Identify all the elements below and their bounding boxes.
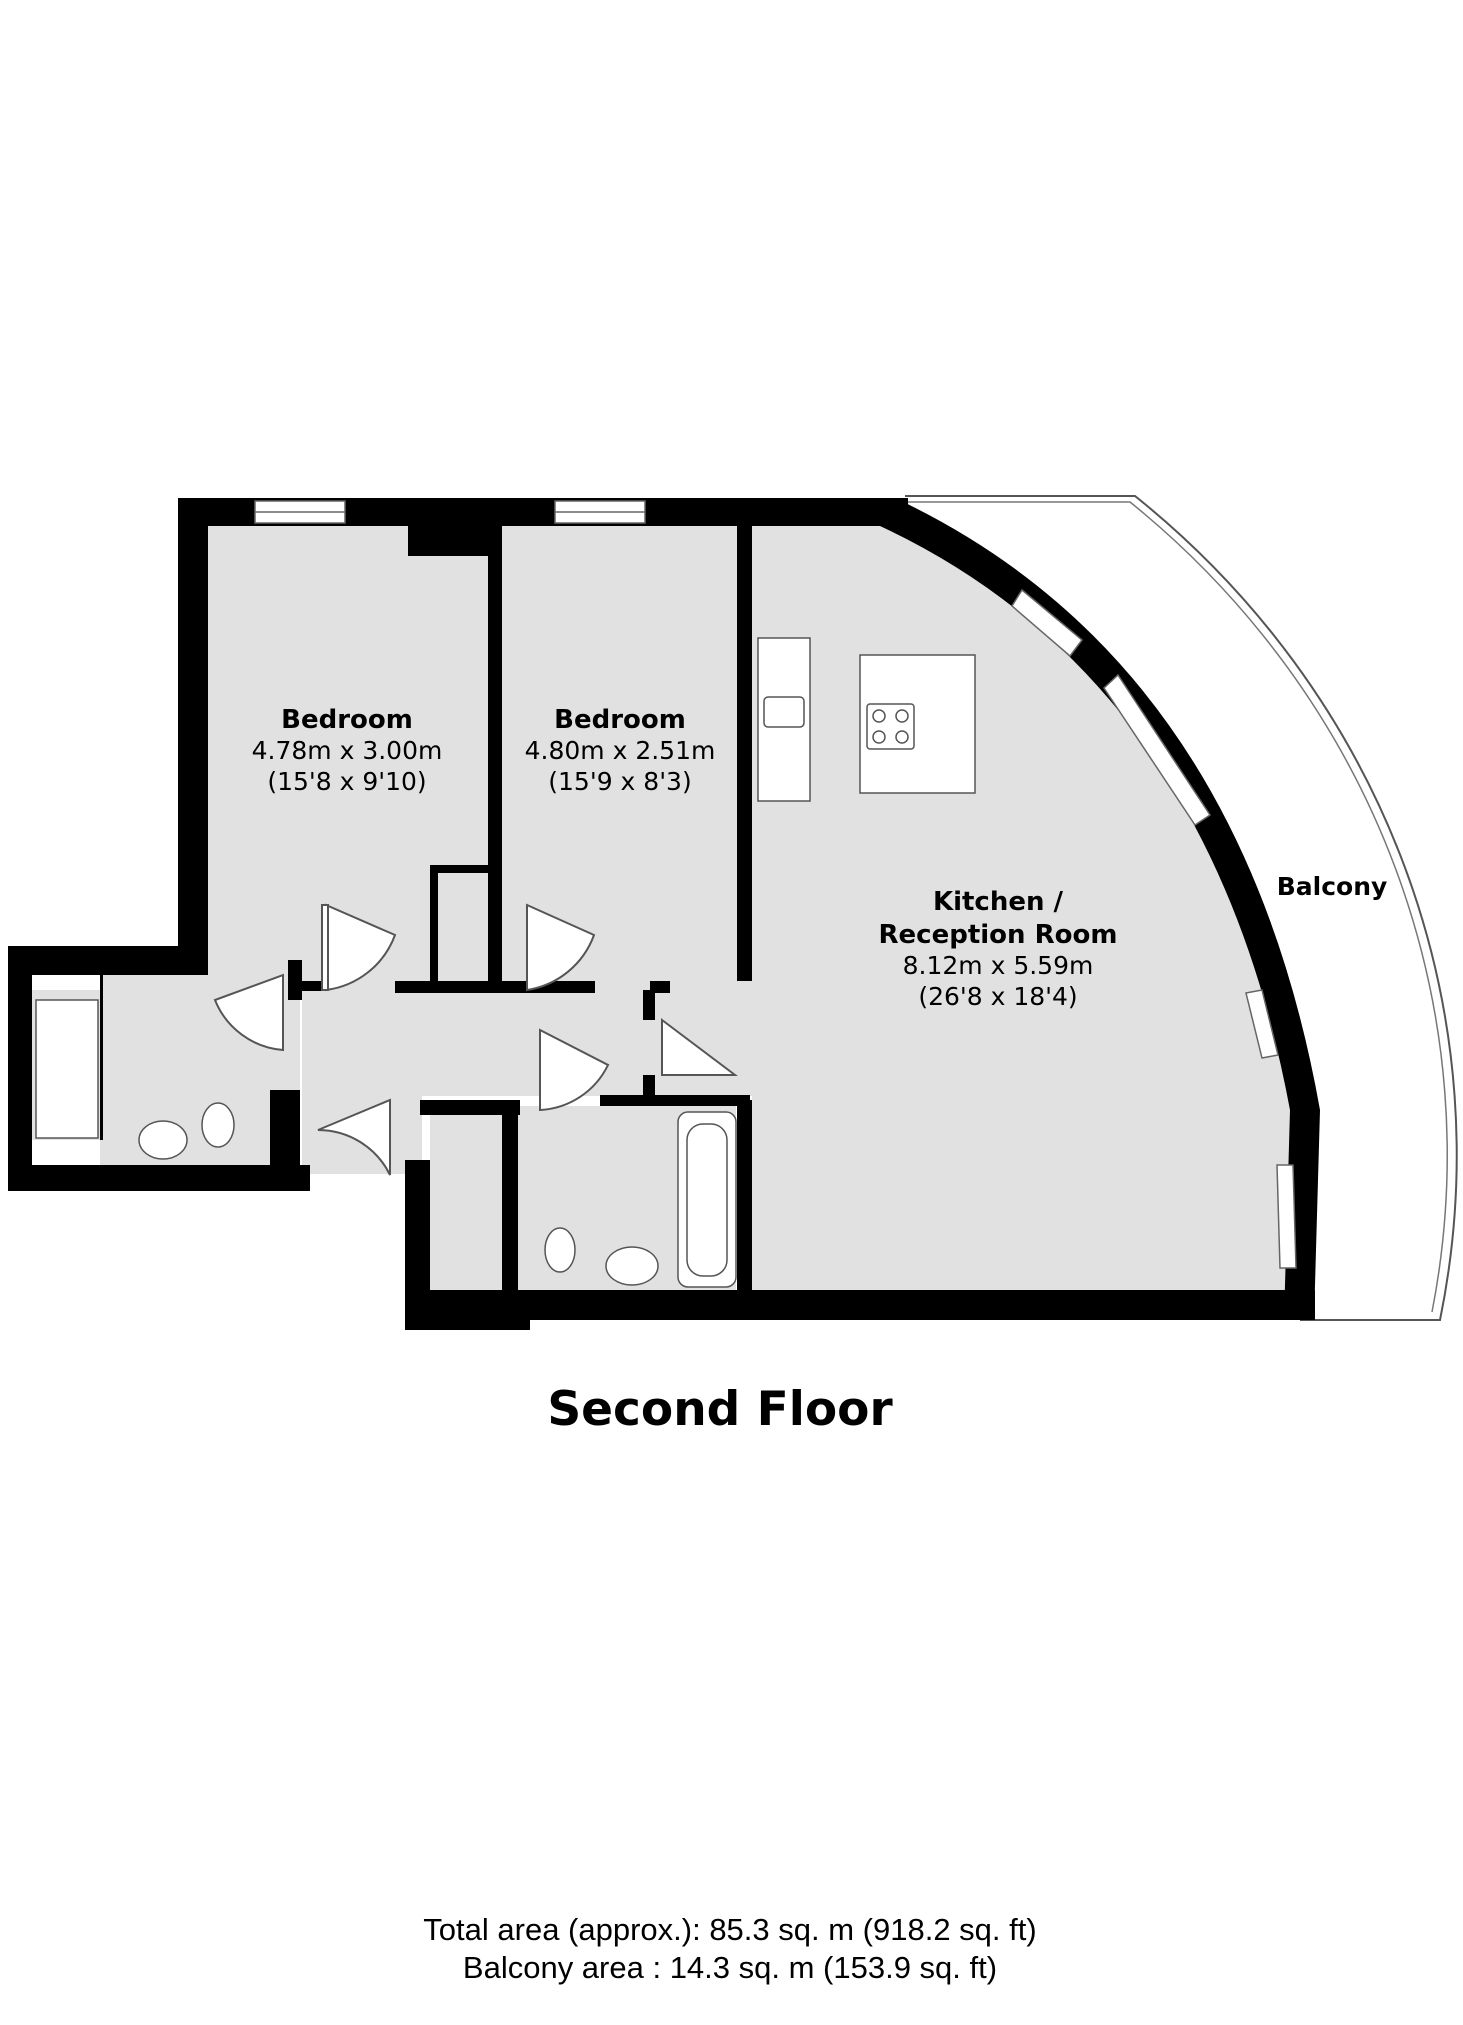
top-windows	[254, 500, 646, 524]
bedroom1-name: Bedroom	[281, 705, 413, 735]
balcony-area: Balcony area : 14.3 sq. m (153.9 sq. ft)	[462, 1950, 998, 1985]
wall-hall-bottom-left	[300, 1165, 310, 1191]
wall-bottom-left-box	[405, 1290, 530, 1330]
window-curve-3	[1245, 989, 1279, 1059]
bedroom2-name: Bedroom	[554, 705, 686, 735]
bedroom2-imperial: (15'9 x 8'3)	[548, 767, 691, 796]
window-curve-4	[1276, 1164, 1297, 1269]
kitchen-name-line2: Reception Room	[879, 920, 1118, 950]
door-bedroom2	[526, 903, 596, 992]
bedroom1-imperial: (15'8 x 9'10)	[267, 767, 426, 796]
door-entrance	[317, 1098, 391, 1176]
wall-curve-outer	[880, 498, 1320, 1320]
wall-bath-right	[737, 1100, 752, 1295]
bath-basin	[605, 1246, 659, 1286]
balcony-name: Balcony	[1277, 872, 1388, 901]
wall-left-bedroom1	[178, 498, 208, 963]
shower-tray	[35, 999, 99, 1139]
wall-ensuite-left	[8, 946, 32, 1191]
window-curve-1	[1011, 588, 1084, 658]
bath-toilet	[544, 1227, 576, 1273]
wall-bottom	[405, 1290, 1315, 1320]
kitchen-imperial: (26'8 x 18'4)	[918, 982, 1077, 1011]
wall-wardrobe-left	[430, 865, 438, 981]
kitchen-sink	[763, 696, 805, 728]
balcony-inner-line	[905, 501, 1448, 1313]
cupboard-floor	[430, 1115, 502, 1290]
hob	[866, 703, 915, 750]
ensuite-basin	[138, 1120, 188, 1160]
kitchen-metric: 8.12m x 5.59m	[903, 951, 1094, 980]
fixtures	[35, 637, 976, 1288]
wall-hall-top-2	[395, 981, 595, 993]
wall-shower-divider	[100, 975, 103, 1140]
wall-bath-left	[502, 1100, 518, 1295]
wall-cupboard-top	[420, 1100, 520, 1115]
floor-title: Second Floor	[547, 1382, 893, 1437]
room-labels: Bedroom 4.78m x 3.00m (15'8 x 9'10) Bedr…	[252, 705, 1388, 1011]
total-area: Total area (approx.): 85.3 sq. m (918.2 …	[423, 1912, 1037, 1947]
wall-hall-right	[643, 990, 655, 1020]
wall-column	[408, 526, 498, 556]
wall-hall-right-2	[643, 1075, 655, 1100]
bedroom2-floor	[502, 526, 737, 981]
wall-ensuite-right-top	[288, 960, 302, 1000]
door-bedroom1	[325, 903, 397, 992]
bedroom2-metric: 4.80m x 2.51m	[525, 736, 716, 765]
wall-hall-top-1	[302, 981, 324, 991]
door-ensuite	[213, 973, 284, 1052]
wardrobe-floor	[438, 873, 486, 978]
wall-kitchen-left	[737, 526, 752, 981]
kitchen-name-line1: Kitchen /	[933, 887, 1064, 917]
door-bath	[539, 1028, 610, 1112]
walls	[8, 498, 1320, 1330]
wall-bath-top	[600, 1095, 750, 1106]
wall-ensuite-top	[8, 946, 208, 975]
wall-ensuite-bottom	[8, 1165, 308, 1191]
bedroom1-metric: 4.78m x 3.00m	[252, 736, 443, 765]
window-curve-2	[1103, 673, 1212, 827]
curved-windows	[1011, 588, 1297, 1269]
ensuite-toilet	[201, 1102, 235, 1148]
wall-bedroom-divider	[488, 526, 502, 981]
wall-ensuite-right	[270, 1090, 300, 1165]
doors	[213, 903, 738, 1176]
door-kitchen	[661, 1017, 738, 1076]
wall-wardrobe-top	[430, 865, 488, 873]
